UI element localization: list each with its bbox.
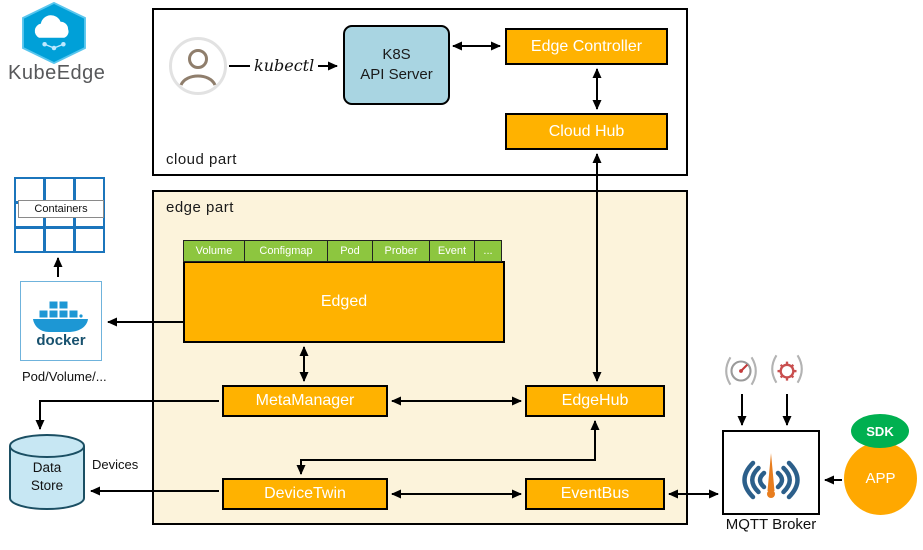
edge-controller-node: Edge Controller <box>505 28 668 65</box>
metamanager-node: MetaManager <box>222 385 388 417</box>
tab-event-label: Event <box>437 245 467 257</box>
k8s-api-server-line1: K8S <box>382 45 411 63</box>
container-cell <box>74 227 105 253</box>
gauge-sensor-icon <box>725 356 757 386</box>
k8s-api-server-line2: API Server <box>360 66 433 83</box>
edged-label: Edged <box>320 293 368 310</box>
mqtt-broker-label: MQTT Broker <box>725 516 817 533</box>
cloud-hub-node: Cloud Hub <box>505 113 668 150</box>
containers-widget: Containers <box>14 177 107 254</box>
container-cell <box>14 177 45 203</box>
app-node: APP <box>844 442 917 515</box>
data-store-label: Data Store <box>8 459 86 494</box>
docker-whale-icon <box>33 300 88 332</box>
cloud-hub-label: Cloud Hub <box>548 122 625 140</box>
tab-more: ... <box>474 240 502 262</box>
edge-part-label: edge part <box>166 199 234 216</box>
tab-more-label: ... <box>483 245 493 257</box>
tab-prober: Prober <box>372 240 430 262</box>
edgehub-label: EdgeHub <box>561 392 629 409</box>
user-person-icon <box>169 37 227 95</box>
kubeedge-logo <box>16 1 92 69</box>
tab-event: Event <box>429 240 475 262</box>
sdk-node: SDK <box>851 414 909 448</box>
kubectl-label: kubectl <box>250 56 319 75</box>
k8s-api-server-node: K8S API Server <box>343 25 450 105</box>
tab-pod-label: Pod <box>340 245 360 257</box>
data-store-line2: Store <box>30 477 64 493</box>
sensor-gear <box>768 350 806 393</box>
devicetwin-node: DeviceTwin <box>222 478 388 510</box>
edge-controller-label: Edge Controller <box>530 37 643 55</box>
data-store-line1: Data <box>32 460 62 475</box>
edgehub-node: EdgeHub <box>525 385 665 417</box>
radio-signal-antenna-icon <box>742 452 800 499</box>
docker-label: docker <box>36 331 86 349</box>
eventbus-label: EventBus <box>560 485 630 502</box>
container-cell <box>44 227 75 253</box>
docker-node: docker <box>20 281 102 361</box>
user-avatar <box>168 36 228 101</box>
edged-node: Edged <box>183 261 505 343</box>
edged-tabstrip: Volume Configmap Pod Prober Event ... <box>183 240 502 262</box>
eventbus-node: EventBus <box>525 478 665 510</box>
tab-prober-label: Prober <box>384 245 418 257</box>
metamanager-label: MetaManager <box>255 392 355 409</box>
database-cylinder-icon <box>9 434 85 510</box>
cloud-part-label: cloud part <box>166 151 237 168</box>
container-cell <box>14 227 45 253</box>
tab-configmap-label: Configmap <box>259 245 313 257</box>
logo-title: KubeEdge <box>8 62 106 84</box>
mqtt-broker-node <box>722 430 820 515</box>
sdk-label: SDK <box>866 423 894 439</box>
pod-volume-label: Pod/Volume/... <box>22 369 107 384</box>
tab-pod: Pod <box>327 240 373 262</box>
tab-volume: Volume <box>183 240 245 262</box>
containers-label: Containers <box>18 200 104 218</box>
gear-sensor-icon <box>771 354 803 384</box>
tab-configmap: Configmap <box>244 240 328 262</box>
sensor-gauge <box>722 352 760 395</box>
kubeedge-hexagon-cloud-icon <box>22 1 86 65</box>
tab-volume-label: Volume <box>195 245 233 257</box>
devices-label: Devices <box>92 457 139 472</box>
data-store-node: Data Store <box>8 433 86 523</box>
app-label: APP <box>865 470 896 487</box>
devicetwin-label: DeviceTwin <box>264 485 346 502</box>
